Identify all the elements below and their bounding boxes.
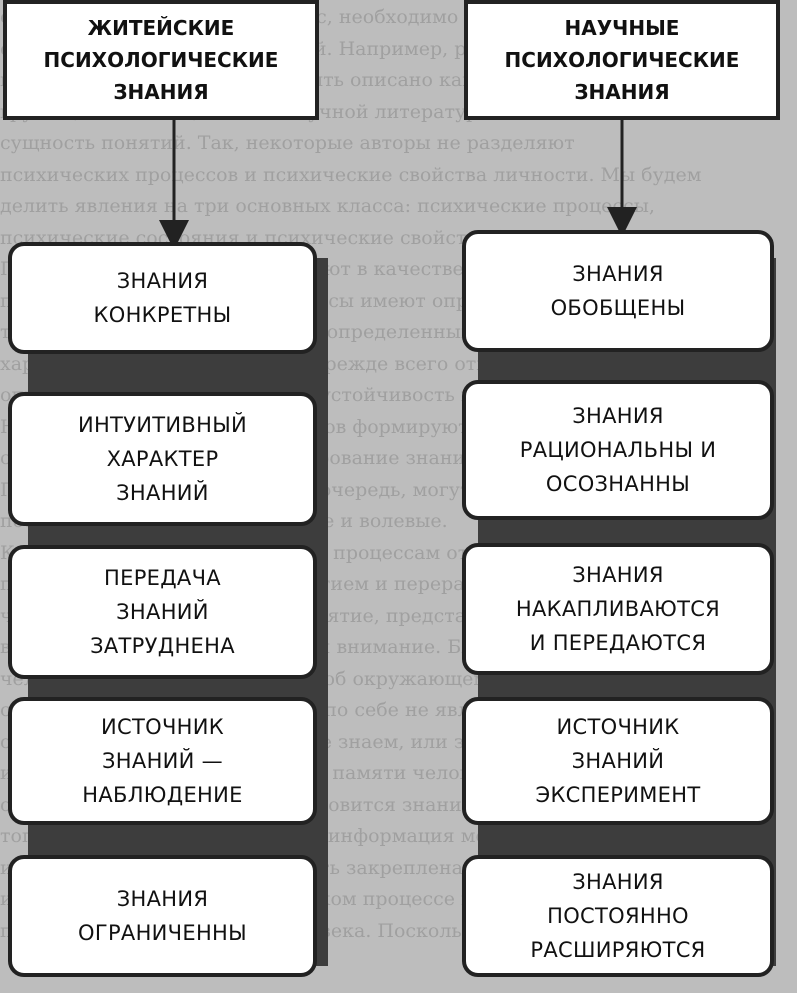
left-header-box: ЖИТЕЙСКИЕ ПСИХОЛОГИЧЕСКИЕ ЗНАНИЯ	[3, 0, 319, 120]
left-box-2: ИНТУИТИВНЫЙ ХАРАКТЕР ЗНАНИЙ	[8, 392, 317, 526]
box-text: И ПЕРЕДАЮТСЯ	[529, 631, 707, 655]
box-text: ЗНАНИЙ —	[102, 749, 223, 773]
right-header-box: НАУЧНЫЕ ПСИХОЛОГИЧЕСКИЕ ЗНАНИЯ	[464, 0, 780, 120]
box-text: ЗНАНИЯ	[572, 870, 664, 894]
box-text: ЗНАНИЯ	[572, 563, 664, 587]
right-box-2: ЗНАНИЯ РАЦИОНАЛЬНЫ И ОСОЗНАННЫ	[462, 380, 774, 520]
box-text: ЗАТРУДНЕНА	[90, 634, 235, 658]
box-text: ЗНАНИЙ	[116, 600, 209, 624]
box-text: ЭКСПЕРИМЕНТ	[535, 783, 701, 807]
left-box-4: ИСТОЧНИК ЗНАНИЙ — НАБЛЮДЕНИЕ	[8, 697, 317, 825]
box-text: ИСТОЧНИК	[556, 715, 680, 739]
left-box-3: ПЕРЕДАЧА ЗНАНИЙ ЗАТРУДНЕНА	[8, 545, 317, 679]
box-text: ПОСТОЯННО	[547, 904, 689, 928]
box-text: ЗНАНИЯ	[572, 404, 664, 428]
box-text: ЗНАНИЯ	[572, 262, 664, 286]
box-text: НАКАПЛИВАЮТСЯ	[515, 597, 721, 621]
right-box-4: ИСТОЧНИК ЗНАНИЙ ЭКСПЕРИМЕНТ	[462, 697, 774, 825]
right-header-line: ЗНАНИЯ	[574, 80, 670, 104]
right-box-5: ЗНАНИЯ ПОСТОЯННО РАСШИРЯЮТСЯ	[462, 855, 774, 977]
left-header-line: ПСИХОЛОГИЧЕСКИЕ	[43, 48, 279, 72]
left-header-line: ЗНАНИЯ	[113, 80, 209, 104]
box-text: ОБОБЩЕНЫ	[550, 296, 686, 320]
right-box-1: ЗНАНИЯ ОБОБЩЕНЫ	[462, 230, 774, 352]
box-text: ЗНАНИЙ	[116, 481, 209, 505]
box-text: ОСОЗНАННЫ	[545, 472, 691, 496]
left-header-line: ЖИТЕЙСКИЕ	[87, 16, 235, 40]
box-text: РАСШИРЯЮТСЯ	[530, 938, 706, 962]
box-text: НАБЛЮДЕНИЕ	[82, 783, 243, 807]
right-header-line: ПСИХОЛОГИЧЕСКИЕ	[504, 48, 740, 72]
box-text: ЗНАНИЯ	[116, 269, 209, 293]
box-text: ПЕРЕДАЧА	[104, 566, 221, 590]
box-text: ХАРАКТЕР	[106, 447, 219, 471]
box-text: ОГРАНИЧЕННЫ	[78, 921, 247, 945]
box-text: ИСТОЧНИК	[101, 715, 224, 739]
box-text: ЗНАНИЯ	[116, 887, 209, 911]
right-header-line: НАУЧНЫЕ	[564, 16, 680, 40]
box-text: РАЦИОНАЛЬНЫ И	[519, 438, 717, 462]
left-box-1: ЗНАНИЯ КОНКРЕТНЫ	[8, 242, 317, 354]
box-text: КОНКРЕТНЫ	[93, 303, 232, 327]
box-text: ИНТУИТИВНЫЙ	[77, 413, 248, 437]
box-text: ЗНАНИЙ	[571, 749, 665, 773]
right-box-3: ЗНАНИЯ НАКАПЛИВАЮТСЯ И ПЕРЕДАЮТСЯ	[462, 543, 774, 675]
left-box-5: ЗНАНИЯ ОГРАНИЧЕННЫ	[8, 855, 317, 977]
